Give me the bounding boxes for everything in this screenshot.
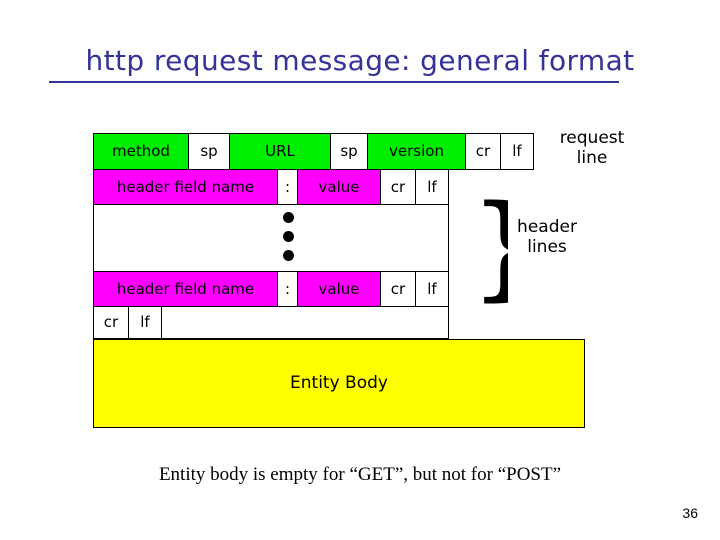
cell-method: method: [93, 133, 189, 170]
slide-caption: Entity body is empty for “GET”, but not …: [158, 464, 562, 485]
cell-lf-request-line: lf: [500, 133, 534, 170]
page-number: 36: [682, 505, 698, 521]
cell-url: URL: [229, 133, 331, 170]
ellipsis-dot-1: [283, 212, 294, 223]
cell-cr-request-line: cr: [465, 133, 501, 170]
cell-entity-body: Entity Body: [93, 339, 585, 428]
cell-version: version: [367, 133, 466, 170]
cell-value-last: value: [297, 271, 381, 307]
page-title: http request message: general format: [85, 44, 635, 77]
curly-brace-icon: }: [474, 195, 508, 305]
cell-ellipsis-row: [93, 204, 449, 272]
cell-lf-header-last: lf: [415, 271, 449, 307]
cell-value-first: value: [297, 169, 381, 205]
cell-sp-1: sp: [188, 133, 230, 170]
cell-sp-2: sp: [330, 133, 368, 170]
label-header-lines: header lines: [517, 217, 577, 257]
title-underline: [49, 81, 619, 83]
cell-lf-blank-line: lf: [128, 306, 162, 339]
cell-cr-header-first: cr: [380, 169, 416, 205]
cell-colon-last: :: [277, 271, 298, 307]
cell-cr-header-last: cr: [380, 271, 416, 307]
cell-cr-blank-line: cr: [93, 306, 129, 339]
cell-blank-line-filler: [161, 306, 449, 339]
label-request-line: request line: [559, 128, 625, 168]
cell-colon-first: :: [277, 169, 298, 205]
cell-lf-header-first: lf: [415, 169, 449, 205]
cell-header-field-name-last: header field name: [93, 271, 278, 307]
ellipsis-dot-2: [283, 231, 294, 242]
ellipsis-dot-3: [283, 250, 294, 261]
cell-header-field-name-first: header field name: [93, 169, 278, 205]
